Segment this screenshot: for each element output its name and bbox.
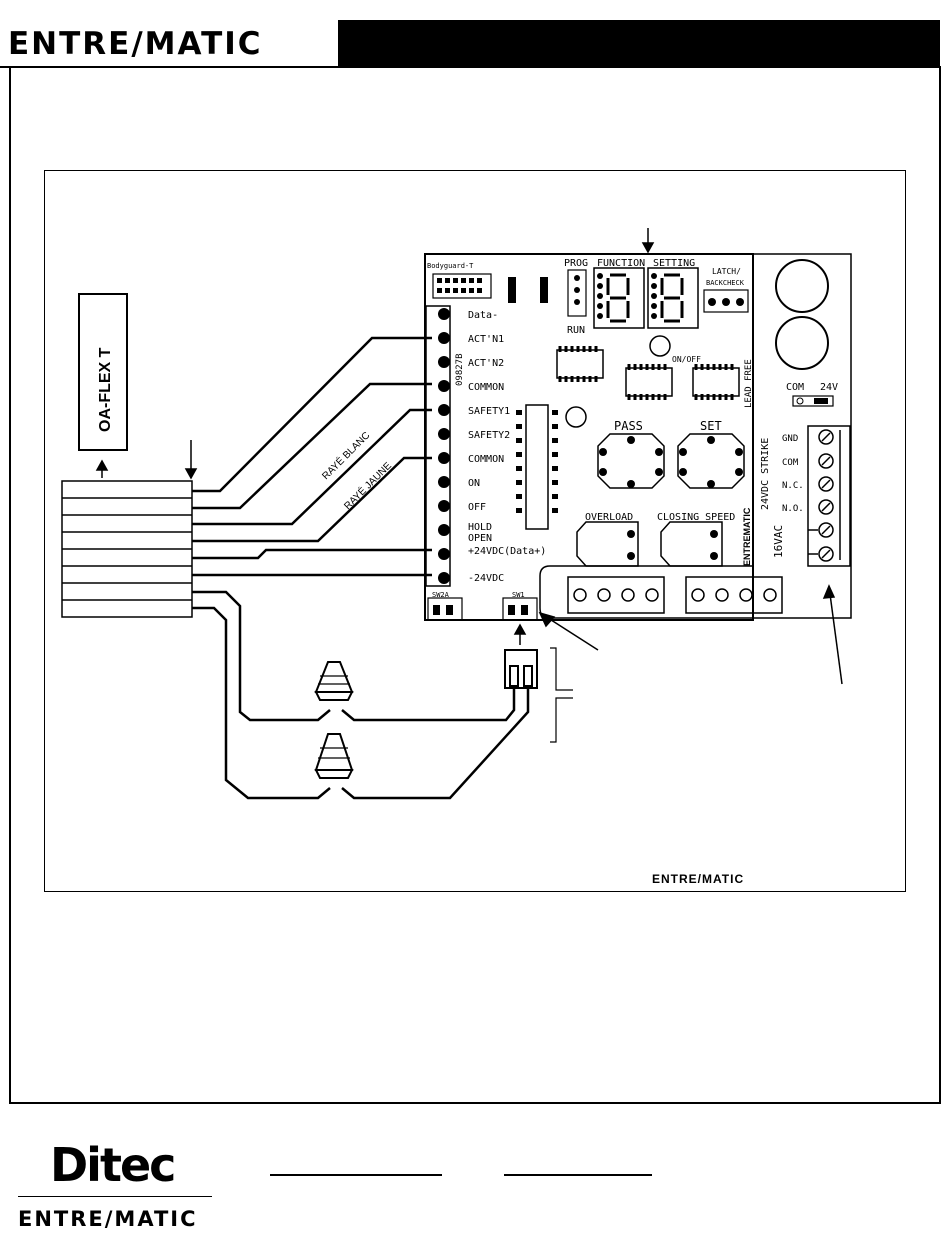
wire-nuts — [314, 661, 354, 779]
terminal-screw — [438, 500, 450, 512]
terminal-screw — [438, 452, 450, 464]
plug-connector — [504, 649, 538, 689]
board-brand: ENTREMATIC — [742, 507, 752, 566]
terminal-24vdc-minus: -24VDC — [468, 573, 504, 584]
function-display — [593, 267, 645, 329]
onoff-label: ON/OFF — [672, 355, 701, 364]
terminal-block — [425, 305, 451, 587]
lead-free-label: LEAD FREE — [744, 359, 754, 408]
header-bar — [338, 20, 940, 68]
closing-speed-label: CLOSING SPEED — [657, 512, 735, 523]
sw2a-label: SW2A — [432, 591, 450, 599]
terminal-open: OPEN — [468, 533, 492, 544]
terminal-screw — [438, 428, 450, 440]
overload-relay — [576, 521, 639, 567]
logo-divider — [18, 1196, 212, 1197]
strike-terminal-block — [807, 425, 851, 567]
connector-2 — [685, 576, 783, 614]
ditec-wordmark: Ditec — [50, 1138, 176, 1192]
set-button — [677, 433, 745, 489]
terminal-24vdc-plus: +24VDC(Data+) — [468, 546, 546, 557]
strike-nc: N.C. — [782, 481, 804, 491]
chip-1 — [556, 349, 604, 379]
pass-button — [597, 433, 665, 489]
terminal-safety1: SAFETY1 — [468, 406, 510, 417]
trim-pot — [565, 406, 587, 428]
terminal-on: ON — [468, 478, 480, 489]
connector-1 — [567, 576, 665, 614]
terminal-actn1: ACT'N1 — [468, 334, 504, 345]
strike-com: COM — [782, 458, 799, 468]
terminal-actn2: ACT'N2 — [468, 358, 504, 369]
microcontroller — [525, 404, 549, 530]
terminal-screw — [438, 308, 450, 320]
footer-logo: ENTRE/MATIC — [18, 1207, 198, 1231]
terminal-screw — [438, 572, 450, 584]
terminal-data-minus: Data- — [468, 310, 498, 321]
power-board — [539, 253, 852, 619]
backcheck-label: BACKCHECK — [706, 279, 745, 287]
control-board — [424, 253, 754, 621]
terminal-screw — [438, 332, 450, 344]
terminal-screw — [438, 356, 450, 368]
vac-label: 16VAC — [772, 525, 785, 558]
sw2a-switch — [427, 597, 463, 621]
strike-gnd: GND — [782, 434, 798, 444]
chip-3 — [692, 367, 740, 397]
com-label: COM — [786, 382, 804, 393]
overload-label: OVERLOAD — [585, 512, 633, 523]
set-label: SET — [700, 419, 722, 433]
page-frame — [9, 66, 941, 1104]
run-label: RUN — [567, 325, 585, 336]
on-off-pot — [649, 335, 671, 357]
terminal-common-1: COMMON — [468, 382, 504, 393]
oa-flex-box — [78, 293, 128, 451]
terminal-common-2: COMMON — [468, 454, 504, 465]
oa-flex-label: OA-FLEX T — [97, 347, 114, 432]
prog-jumper — [567, 269, 587, 317]
wire-label-jaune: RAYÉ JAUNE — [341, 459, 394, 512]
setting-display — [647, 267, 699, 329]
ic-pins — [516, 410, 558, 513]
terminal-hold: HOLD — [468, 522, 492, 533]
signature-line-2 — [504, 1174, 652, 1176]
bodyguard-header — [432, 273, 492, 299]
part-number: 09827B — [455, 353, 465, 386]
terminal-screw — [438, 524, 450, 536]
terminal-screw — [438, 380, 450, 392]
entrematic-logo: ENTRE/MATIC — [8, 26, 263, 62]
entrematic-logo-footer: ENTRE/MATIC — [18, 1207, 198, 1231]
wires — [192, 336, 530, 800]
capacitor-2 — [775, 316, 829, 370]
sw1-label: SW1 — [512, 591, 525, 599]
sw1-switch — [502, 597, 538, 621]
footer-brand-small: ENTRE/MATIC — [652, 872, 744, 886]
terminal-off: OFF — [468, 502, 486, 513]
header-logo: ENTRE/MATIC — [8, 26, 308, 62]
latch-label: LATCH/ — [712, 267, 741, 276]
pass-label: PASS — [614, 419, 643, 433]
terminal-screw — [438, 404, 450, 416]
latch-header — [703, 289, 749, 313]
board-badge: Bodyguard-T — [427, 262, 474, 270]
terminal-safety2: SAFETY2 — [468, 430, 510, 441]
setting-label: SETTING — [653, 258, 695, 269]
terminal-screw — [438, 548, 450, 560]
capacitor-1 — [775, 259, 829, 313]
diagram-frame — [44, 170, 906, 892]
function-label: FUNCTION — [597, 258, 645, 269]
signature-line-1 — [270, 1174, 442, 1176]
strike-no: N.O. — [782, 504, 804, 514]
chip-2 — [625, 367, 673, 397]
terminal-screw — [438, 476, 450, 488]
24v-label: 24V — [820, 382, 838, 393]
com-24v-switch — [792, 395, 834, 407]
closing-speed-relay — [660, 521, 723, 567]
strike-label: 24VDC STRIKE — [760, 438, 771, 510]
bracket — [550, 647, 573, 743]
ditec-logo: Ditec — [50, 1138, 210, 1192]
prog-label: PROG — [564, 258, 588, 269]
